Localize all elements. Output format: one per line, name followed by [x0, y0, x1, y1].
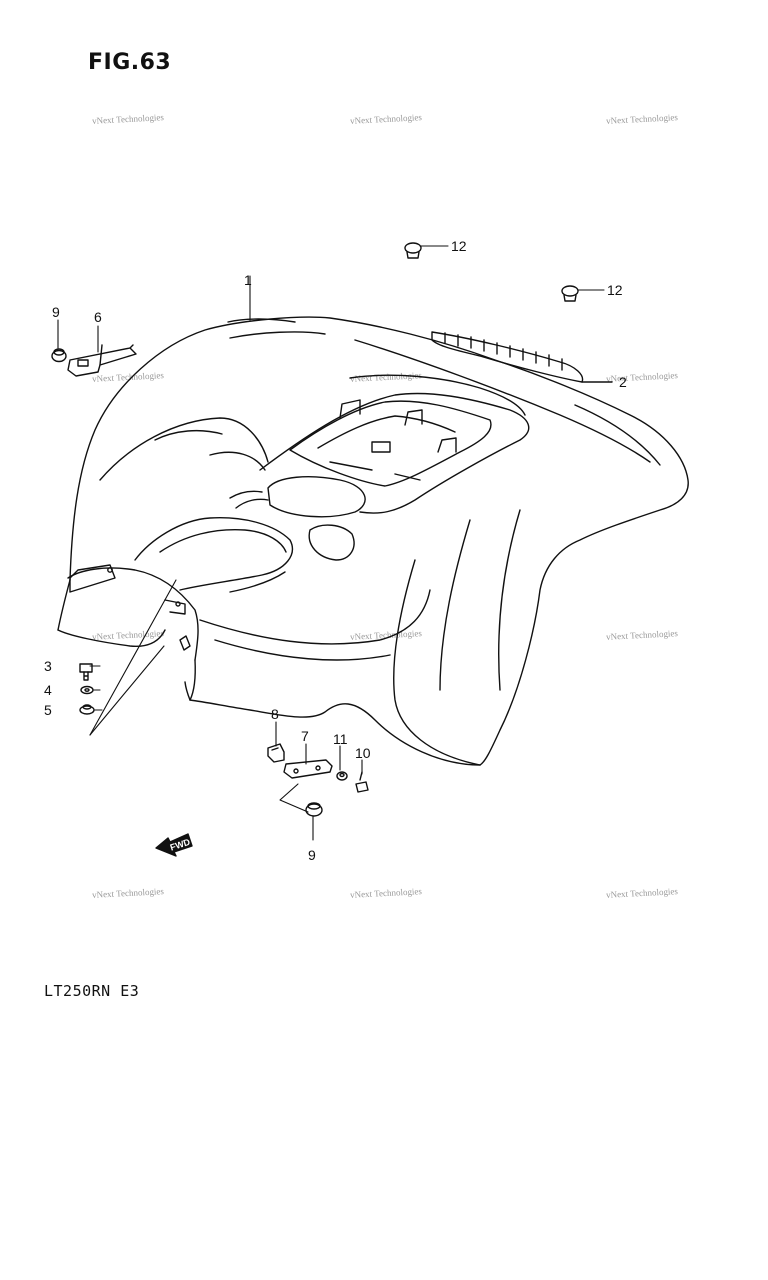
model-code: LT250RN E3: [44, 982, 140, 1000]
cap-part-12-upper: [404, 242, 422, 259]
callout-7: 7: [301, 728, 309, 744]
figure-title: FIG.63: [88, 50, 172, 75]
callout-4: 4: [44, 682, 52, 698]
callout-9-upper: 9: [52, 304, 60, 320]
bracket-part-6: [67, 344, 137, 377]
rear-fender: [57, 316, 689, 766]
callout-10: 10: [355, 745, 371, 761]
callout-9-lower: 9: [308, 847, 316, 863]
trim-strip-part-2: [431, 331, 613, 383]
callout-2: 2: [619, 374, 627, 390]
callout-6: 6: [94, 309, 102, 325]
bolt-part-3: [79, 663, 93, 681]
callout-12-upper: 12: [451, 238, 467, 254]
fwd-arrow-icon: [155, 833, 193, 857]
grommet-part-9-lower: [305, 802, 323, 817]
nut-part-11: [336, 771, 348, 781]
grommet-part-9-upper: [51, 348, 67, 363]
callout-3: 3: [44, 658, 52, 674]
callout-8: 8: [271, 706, 279, 722]
callout-12-right: 12: [607, 282, 623, 298]
clip-part-8: [267, 743, 285, 763]
bolt-part-10: [355, 771, 369, 793]
nut-part-5: [79, 704, 95, 715]
clamp-part-7: [283, 759, 333, 779]
cap-part-12-right: [561, 285, 579, 302]
washer-part-4: [80, 685, 94, 695]
callout-5: 5: [44, 702, 52, 718]
callout-1: 1: [244, 272, 252, 288]
callout-11: 11: [333, 731, 348, 747]
